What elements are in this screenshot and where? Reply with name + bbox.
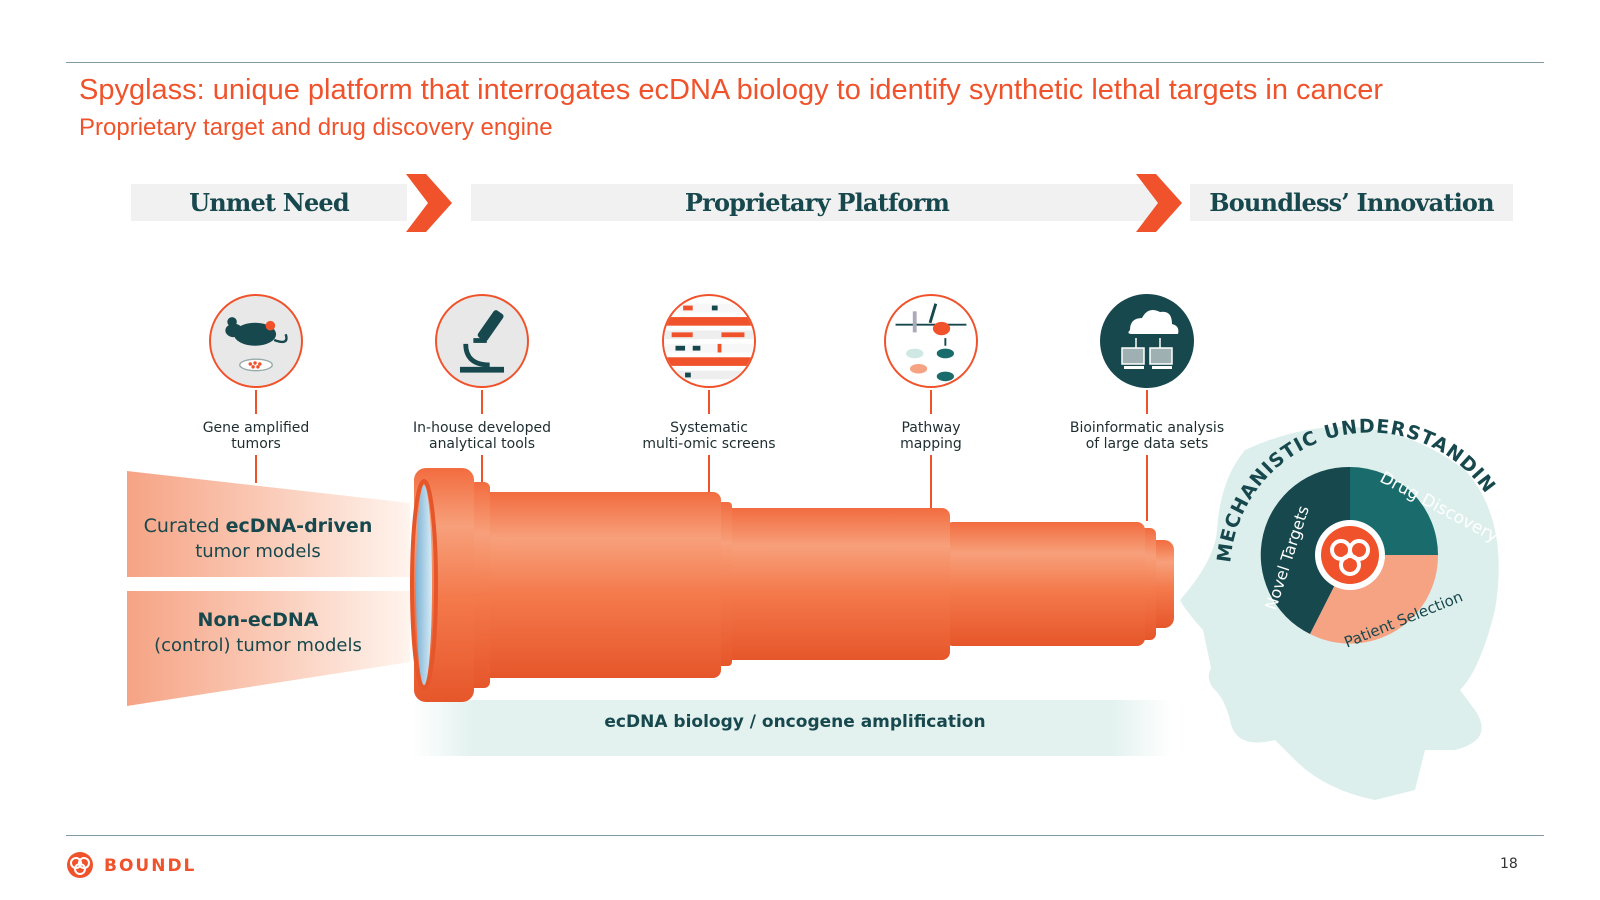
bottom-rule [66, 835, 1544, 836]
chevron-right-icon [1136, 174, 1182, 232]
head-graphic: MECHANISTIC UNDERSTANDING Drug Discovery… [1175, 410, 1501, 800]
connector-line [481, 455, 483, 485]
ecdna-biology-label: ecDNA biology / oncogene amplification [604, 712, 986, 732]
slide-title: Spyglass: unique platform that interroga… [79, 74, 1384, 106]
band-boundless-innovation: Boundless’ Innovation [1190, 184, 1513, 221]
slide-subtitle: Proprietary target and drug discovery en… [79, 114, 553, 141]
connector-line [930, 455, 932, 513]
screens-icon [662, 294, 756, 388]
connector-line [1146, 390, 1148, 414]
connector-line [708, 455, 710, 503]
page-number: 18 [1500, 856, 1518, 872]
cloud-computers-icon [1100, 294, 1194, 388]
chevron-right-icon [406, 174, 452, 232]
curated-models-label: Curated ecDNA-driven tumor models [143, 515, 373, 562]
connector-line [255, 455, 257, 483]
band-unmet-need: Unmet Need [131, 184, 407, 221]
connector-line [1146, 455, 1148, 521]
microscope-icon [435, 294, 529, 388]
connector-line [708, 390, 710, 414]
pathway-icon [884, 294, 978, 388]
connector-line [255, 390, 257, 414]
non-ecdna-models-label: Non-ecDNA (control) tumor models [154, 609, 362, 656]
band-proprietary-platform: Proprietary Platform [471, 184, 1163, 221]
mouse-icon [209, 294, 303, 388]
boundless-logo-icon [67, 852, 93, 878]
connector-line [481, 390, 483, 414]
logo-wordmark: BOUNDL [104, 856, 197, 876]
connector-line [930, 390, 932, 414]
top-rule [66, 62, 1544, 63]
innovation-wheel [1260, 466, 1439, 644]
